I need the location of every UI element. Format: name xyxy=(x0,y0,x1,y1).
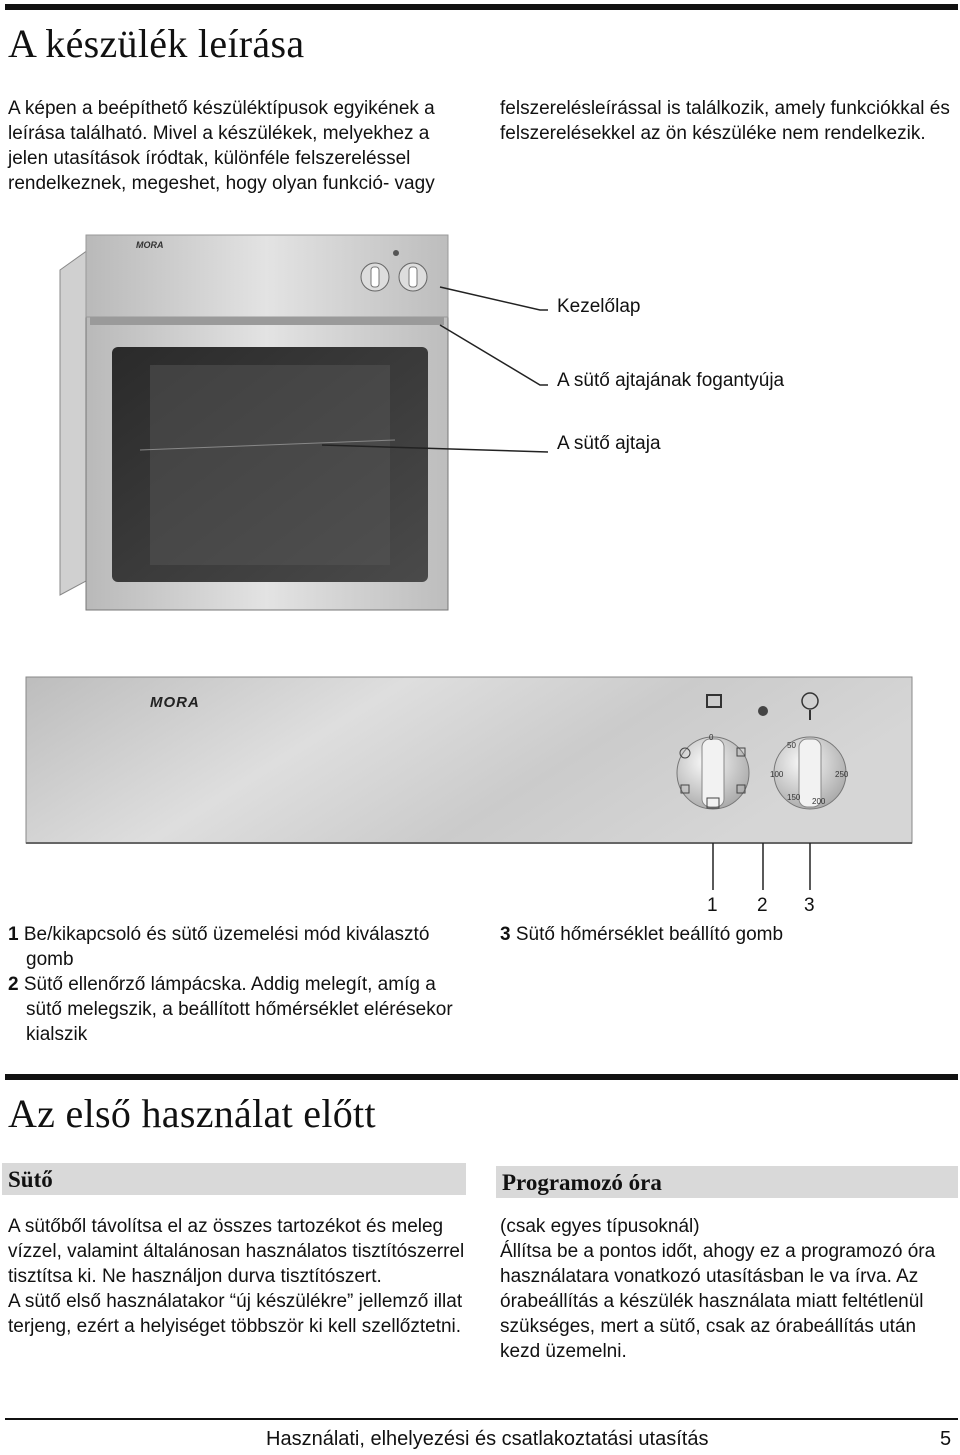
oven-brand: MORA xyxy=(136,240,164,250)
panel-number-1: 1 xyxy=(707,895,718,916)
oven-subheading: Sütő xyxy=(2,1163,466,1195)
control-panel-illustration xyxy=(25,676,913,890)
callout-control-panel: Kezelőlap xyxy=(557,296,641,317)
intro-left: A képen a beépíthető készüléktípusok egy… xyxy=(8,98,435,194)
dial2-mark-250: 250 xyxy=(835,770,849,779)
page-title: A készülék leírása xyxy=(8,21,305,66)
top-rule xyxy=(5,4,958,10)
dial2-mark-200: 200 xyxy=(812,797,826,806)
panel-number-2: 2 xyxy=(757,895,768,916)
legend-item-2: 2 Sütő ellenőrző lámpácska. Addig melegí… xyxy=(8,972,458,1047)
section2-rule xyxy=(5,1074,958,1080)
legend-item-1-num: 1 xyxy=(8,924,19,945)
panel-number-3: 3 xyxy=(804,895,815,916)
section2-title: Az első használat előtt xyxy=(8,1091,376,1136)
legend-item-1: 1 Be/kikapcsoló és sütő üzemelési mód ki… xyxy=(8,922,458,972)
oven-illustration xyxy=(59,234,549,611)
dial2-mark-100: 100 xyxy=(770,770,784,779)
legend-item-3-text: Sütő hőmérséklet beállító gomb xyxy=(515,924,784,945)
dial2-mark-50: 50 xyxy=(787,741,796,750)
legend-item-3-num: 3 xyxy=(500,924,511,945)
timer-subheading: Programozó óra xyxy=(496,1166,958,1198)
footer-title: Használati, elhelyezési és csatlakoztatá… xyxy=(266,1428,709,1450)
dial1-zero-mark: 0 xyxy=(709,733,714,742)
callout-door-handle: A sütő ajtajának fogantyúja xyxy=(557,370,785,391)
legend-item-2-num: 2 xyxy=(8,974,19,995)
footer-rule xyxy=(5,1418,958,1420)
timer-subsection-text: (csak egyes típusoknál) Állítsa be a pon… xyxy=(500,1216,936,1362)
dial2-mark-150: 150 xyxy=(787,793,801,802)
panel-brand: MORA xyxy=(150,694,200,711)
callout-door: A sütő ajtaja xyxy=(557,433,661,454)
legend-item-3: 3 Sütő hőmérséklet beállító gomb xyxy=(500,922,950,947)
legend-item-2-text: Sütő ellenőrző lámpácska. Addig melegít,… xyxy=(23,974,453,1045)
page-number: 5 xyxy=(940,1428,952,1450)
intro-right: felszerelésleírással is találkozik, amel… xyxy=(500,98,950,144)
legend-item-1-text: Be/kikapcsoló és sütő üzemelési mód kivá… xyxy=(23,924,430,970)
oven-subsection-text: A sütőből távolítsa el az összes tartozé… xyxy=(8,1216,465,1337)
